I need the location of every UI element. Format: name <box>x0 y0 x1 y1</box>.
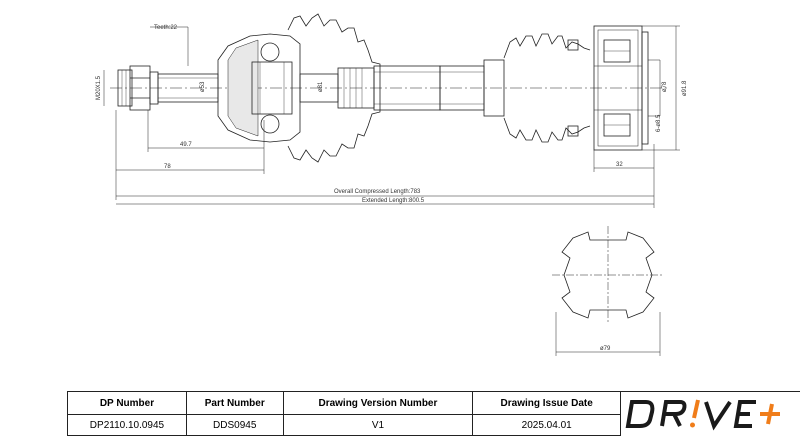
threaded-end <box>117 65 159 111</box>
drive-plus-logo <box>625 399 780 431</box>
pcd-label: 6-ø8.5 <box>656 114 662 132</box>
value-drawing-version: V1 <box>283 414 474 436</box>
inner-joint <box>593 25 649 151</box>
len-49-7-label: 49.7 <box>180 142 192 148</box>
header-issue-date: Drawing Issue Date <box>472 392 621 415</box>
header-part-number: Part Number <box>186 392 284 415</box>
spline-section <box>552 226 664 356</box>
len-78-label: 78 <box>164 164 171 170</box>
dimension-lines <box>103 25 680 208</box>
d79-label: ø79 <box>600 346 611 352</box>
title-block: DP Number Part Number Drawing Version Nu… <box>67 391 800 436</box>
d78-label: ø78 <box>662 81 668 92</box>
d81-label: ø81 <box>318 81 324 92</box>
d91-8-label: ø91.8 <box>682 80 688 96</box>
dimension-labels: Teeth:22 M20X1.5 ø53 ø81 ø78 ø91.8 6-ø8.… <box>96 25 688 352</box>
value-dp-number: DP2110.10.0945 <box>68 414 187 436</box>
thread-label: M20X1.5 <box>96 75 102 100</box>
d53-label: ø53 <box>200 81 206 92</box>
outer-boot <box>287 13 381 163</box>
inner-boot <box>483 33 591 143</box>
header-dp-number: DP Number <box>68 392 187 415</box>
len-32-label: 32 <box>616 162 623 168</box>
outer-cv-joint <box>217 33 301 143</box>
teeth-label: Teeth:22 <box>154 25 178 31</box>
header-drawing-version: Drawing Version Number <box>283 392 474 415</box>
extended-length-label: Extended Length:800.5 <box>362 198 425 204</box>
value-part-number: DDS0945 <box>186 414 284 436</box>
value-issue-date: 2025.04.01 <box>472 414 621 436</box>
main-shaft <box>299 65 485 111</box>
overall-length-label: Overall Compressed Length:783 <box>334 189 421 195</box>
